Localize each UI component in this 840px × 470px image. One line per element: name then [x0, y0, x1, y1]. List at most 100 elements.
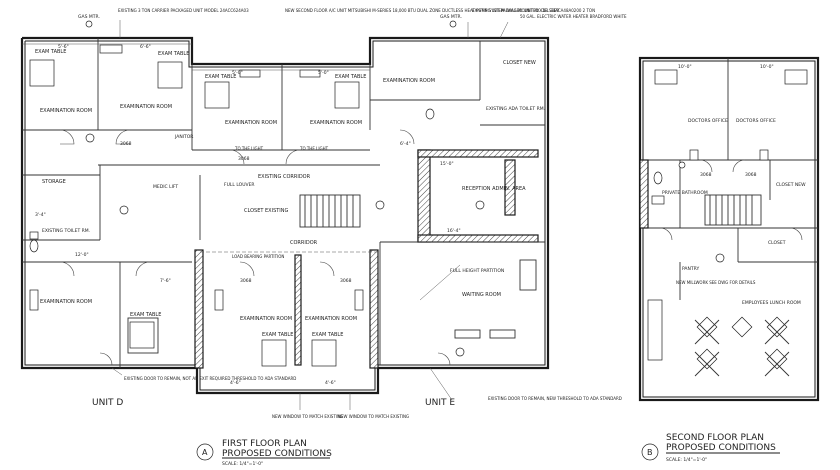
note-new-millwork: NEW MILLWORK SEE DWG FOR DETAILS [676, 280, 756, 285]
reception-wall-north [417, 149, 539, 158]
toilet-icon [425, 108, 435, 120]
shelf-icon [689, 149, 699, 161]
room-label-bath: PRIVATE BATHROOM [662, 190, 708, 196]
section-marker-icon [455, 347, 465, 357]
room-label-closet-new-second: CLOSET NEW [776, 182, 806, 188]
dimension-label: 10'-0" [678, 64, 692, 70]
note-gas-meter-left: GAS MTR. [78, 14, 100, 20]
stair-second-floor [704, 194, 762, 226]
room-label-lunch: EMPLOYEES LUNCH ROOM [742, 300, 801, 306]
room-label-closet-new: CLOSET NEW [503, 60, 536, 66]
first-floor-plan: EXAM TABLE EXAM TABLE EXAM TABLE EXAM TA… [20, 8, 627, 467]
exam-table-label: EXAM TABLE [205, 74, 236, 80]
second-floor-hatched-wall [639, 159, 649, 229]
dimension-label: 7'-6" [160, 278, 171, 284]
exam-table-label: EXAM TABLE [130, 312, 161, 318]
dimension-label: 4'-6" [325, 380, 336, 386]
room-label-office-right: DOCTORS OFFICE [736, 118, 776, 124]
dimension-label: 3'-4" [35, 212, 46, 218]
room-label-exam-sw: EXAMINATION ROOM [40, 299, 92, 305]
lunch-table-group [694, 316, 790, 377]
room-label-toilet: EXISTING TOILET RM. [42, 228, 90, 234]
reception-counter [504, 159, 516, 216]
section-marker-icon [375, 200, 385, 210]
room-label-storage: STORAGE [42, 179, 66, 185]
note-gas-meter-right: GAS MTR. [440, 14, 462, 20]
load-bearing-wall-east [369, 249, 379, 369]
counter-icon [299, 69, 321, 78]
dimension-label: 5'-6" [58, 44, 69, 50]
dimension-label: 6'-6" [140, 44, 151, 50]
sink-icon [651, 195, 665, 205]
room-label-exam-s2: EXAMINATION ROOM [240, 316, 292, 322]
dimension-label: 5'-0" [232, 70, 243, 76]
exam-table-icon [311, 339, 337, 367]
section-marker-icon [475, 200, 485, 210]
counter-icon [647, 299, 663, 361]
note-full-louver: FULL LOUVER [224, 182, 255, 188]
room-label-exam-ne: EXAMINATION ROOM [383, 78, 435, 84]
note-existing-door-right: EXISTING DOOR TO REMAIN, NEW THRESHOLD T… [488, 396, 622, 401]
section-marker-icon [85, 133, 95, 143]
stair-first-floor [299, 194, 361, 228]
dimension-label: 3068 [340, 278, 352, 284]
dimension-label: 3068 [745, 172, 757, 178]
room-label-pantry: PANTRY [682, 266, 699, 272]
note-rtu-left: EXISTING 3 TON CARRIER PACKAGED UNIT MOD… [118, 8, 249, 13]
counter-icon [29, 289, 39, 311]
exam-table-label: EXAM TABLE [262, 332, 293, 338]
room-label-reception: RECEPTION ADMIN. AREA [462, 186, 526, 192]
dimension-label: 15'-0" [440, 161, 454, 167]
room-label-closet-second: CLOSET [768, 240, 786, 246]
room-label-waiting: WAITING ROOM [462, 292, 501, 298]
room-label-corridor-existing: EXISTING CORRIDOR [258, 174, 311, 180]
dimension-label: 10'-0" [760, 64, 774, 70]
plan-marker-label: B [647, 448, 653, 457]
exam-table-label: EXAM TABLE [158, 51, 189, 57]
plan-marker-label: A [202, 448, 208, 457]
exam-table-icon [29, 59, 55, 87]
plan-title-line2: PROPOSED CONDITIONS [222, 449, 332, 459]
room-label-janitor: JANITOR [174, 134, 193, 140]
room-label-ada-toilet: EXISTING ADA TOILET RM. [486, 106, 545, 112]
plan-scale-second: SCALE: 1/4"=1'-0" [666, 457, 707, 463]
plan-title-line2-second: PROPOSED CONDITIONS [666, 443, 776, 453]
room-label-closet-existing: CLOSET EXISTING [244, 208, 289, 214]
plan-scale: SCALE: 1/4"=1'-0" [222, 461, 263, 467]
dimension-label: TO THE LIGHT [234, 146, 264, 151]
desk-icon [784, 69, 808, 85]
exam-table-icon [261, 339, 287, 367]
room-label-exam-n3: EXAMINATION ROOM [225, 120, 277, 126]
counter-icon [214, 289, 224, 311]
dimension-label: 12'-0" [75, 252, 89, 258]
exam-table-label: EXAM TABLE [335, 74, 366, 80]
note-medic-lift: MEDIC LIFT [153, 184, 178, 190]
room-label-exam-n2: EXAMINATION ROOM [120, 104, 172, 110]
note-full-height: FULL HEIGHT PARTITION [450, 268, 504, 274]
second-floor-plan: DOCTORS OFFICE DOCTORS OFFICE PRIVATE BA… [638, 56, 820, 463]
dimension-label: 3068 [700, 172, 712, 178]
exam-table-label: EXAM TABLE [35, 49, 66, 55]
plan-title-line1-second: SECOND FLOOR PLAN [666, 433, 764, 443]
room-label-office-left: DOCTORS OFFICE [688, 118, 728, 124]
gas-meter-icon [85, 20, 93, 28]
plan-marker-icon [641, 443, 659, 461]
plan-marker-icon [196, 443, 214, 461]
note-water-heater: 50 GAL. ELECTRIC WATER HEATER BRADFORD W… [520, 14, 627, 19]
note-heat-pump: NEW SECOND FLOOR A/C UNIT MITSUBISHI M-S… [285, 8, 560, 13]
exam-table-icon [157, 61, 183, 89]
reception-wall-west [417, 149, 431, 243]
unit-label-left: UNIT D [92, 398, 123, 408]
gas-meter-icon [449, 20, 457, 28]
shelf-icon [759, 149, 769, 161]
toilet-tank-icon [29, 231, 39, 240]
note-new-window-right: NEW WINDOW TO MATCH EXISTING [338, 414, 409, 419]
note-rtu-right: EXISTING 10T PACKAGED UNIT MODEL 24ACA48… [472, 8, 595, 13]
desk-icon [654, 69, 678, 85]
room-label-exam-n4: EXAMINATION ROOM [310, 120, 362, 126]
section-marker-icon [119, 205, 129, 215]
toilet-icon [653, 171, 663, 185]
exam-table-icon [334, 81, 360, 109]
dimension-label: 16'-4" [447, 228, 461, 234]
